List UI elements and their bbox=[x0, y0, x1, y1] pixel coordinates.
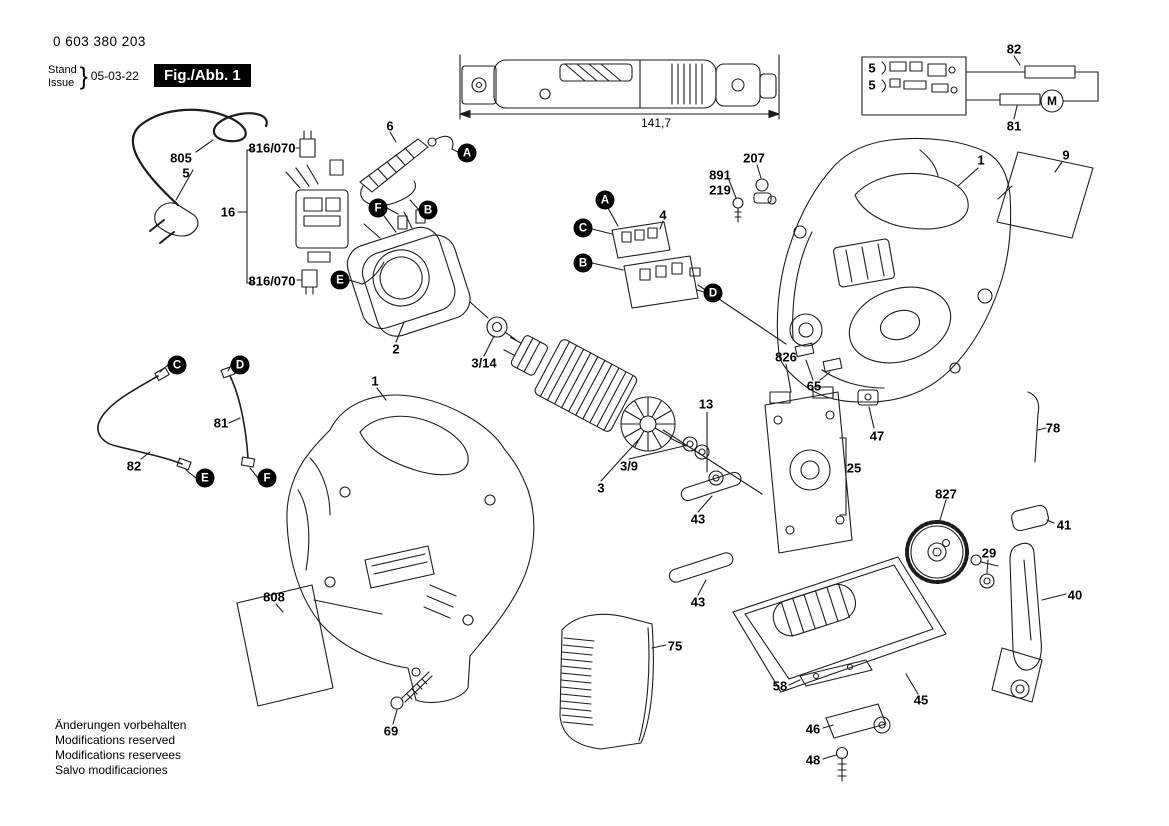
base-plate-assembly bbox=[732, 556, 947, 782]
assembly-marker-F: F bbox=[257, 468, 277, 488]
power-cord bbox=[131, 108, 268, 244]
part-callout-13: 13 bbox=[698, 396, 714, 412]
note-en: Modifications reserved bbox=[55, 733, 176, 747]
part-callout-47: 47 bbox=[869, 428, 885, 444]
brace-glyph: } bbox=[79, 62, 88, 91]
note-fr: Modifications reservees bbox=[55, 748, 182, 762]
part-callout-29: 29 bbox=[981, 545, 997, 561]
footer-notes: Änderungen vorbehalten Modifications res… bbox=[55, 718, 186, 778]
part-callout-48: 48 bbox=[805, 752, 821, 768]
assembly-marker-E: E bbox=[195, 468, 215, 488]
part-callout-43: 43 bbox=[690, 594, 706, 610]
part-callout-78: 78 bbox=[1045, 420, 1061, 436]
connection-wires bbox=[97, 364, 259, 479]
housing-left-half bbox=[286, 387, 535, 704]
assembly-marker-C: C bbox=[573, 218, 593, 238]
part-callout-3: 3 bbox=[597, 480, 605, 496]
wiring-diagram bbox=[861, 55, 1099, 120]
assembly-marker-A: A bbox=[595, 190, 615, 210]
figure-label: Fig./Abb. 1 bbox=[154, 64, 251, 87]
assembly-marker-C: C bbox=[167, 355, 187, 375]
part-callout-5: 5 bbox=[868, 60, 876, 76]
electronic-module bbox=[591, 207, 787, 345]
assembly-marker-D: D bbox=[703, 283, 723, 303]
cable-gland bbox=[359, 131, 454, 206]
part-callout-43: 43 bbox=[690, 511, 706, 527]
plunger-rods bbox=[668, 471, 742, 596]
switch-lock-parts bbox=[728, 164, 777, 223]
note-es: Salvo modificaciones bbox=[55, 763, 168, 777]
part-callout-5: 5 bbox=[182, 165, 190, 181]
part-callout-808: 808 bbox=[263, 589, 285, 605]
part-callout-3-14: 3/14 bbox=[471, 355, 497, 371]
part-callout-45: 45 bbox=[913, 692, 929, 708]
part-callout-816-070: 816/070 bbox=[248, 273, 296, 289]
part-callout-81: 81 bbox=[213, 415, 229, 431]
blade-guide-lever bbox=[991, 504, 1067, 703]
part-callout-75: 75 bbox=[667, 638, 683, 654]
issue-date: 05-03-22 bbox=[90, 68, 139, 83]
part-callout-25: 25 bbox=[846, 460, 862, 476]
assembly-marker-D: D bbox=[230, 355, 250, 375]
part-callout-46: 46 bbox=[805, 721, 821, 737]
part-callout-891: 891 bbox=[709, 167, 731, 183]
note-de: Änderungen vorbehalten bbox=[55, 718, 187, 732]
gear-plate-assembly bbox=[706, 342, 879, 554]
part-callout-816-070: 816/070 bbox=[248, 140, 296, 156]
assembly-marker-E: E bbox=[330, 270, 350, 290]
top-view-jigsaw bbox=[459, 54, 780, 120]
part-callout-82: 82 bbox=[126, 458, 142, 474]
issue-label: Issue bbox=[48, 76, 75, 89]
part-callout-65: 65 bbox=[806, 378, 822, 394]
dimension-label: 141,7 bbox=[637, 116, 675, 130]
document-number: 0 603 380 203 bbox=[53, 34, 146, 49]
switch-assembly bbox=[237, 130, 349, 295]
stickers bbox=[236, 151, 1094, 707]
armature bbox=[486, 316, 710, 460]
screws-misc bbox=[390, 391, 1047, 725]
part-callout-1: 1 bbox=[371, 373, 379, 389]
stand-label: Stand bbox=[48, 64, 77, 77]
part-callout-6: 6 bbox=[386, 118, 394, 134]
part-callout-40: 40 bbox=[1067, 587, 1083, 603]
assembly-marker-B: B bbox=[418, 200, 438, 220]
part-callout-207: 207 bbox=[743, 150, 765, 166]
part-callout-9: 9 bbox=[1062, 147, 1070, 163]
part-callout-58: 58 bbox=[772, 678, 788, 694]
part-callout-5: 5 bbox=[868, 77, 876, 93]
part-callout-82: 82 bbox=[1006, 41, 1022, 57]
brush-cover bbox=[559, 613, 667, 750]
misc-leaders bbox=[348, 148, 763, 495]
assembly-marker-B: B bbox=[573, 253, 593, 273]
part-callout-16: 16 bbox=[220, 204, 236, 220]
stand-issue-block: Stand Issue } 05-03-22 bbox=[48, 62, 139, 91]
part-callout-41: 41 bbox=[1056, 517, 1072, 533]
drive-gear bbox=[905, 499, 999, 589]
part-callout-827: 827 bbox=[935, 486, 957, 502]
motor-symbol: M bbox=[1047, 94, 1057, 108]
part-callout-826: 826 bbox=[775, 349, 797, 365]
part-callout-2: 2 bbox=[392, 341, 400, 357]
part-callout-81: 81 bbox=[1006, 118, 1022, 134]
assembly-marker-F: F bbox=[368, 198, 388, 218]
part-callout-4: 4 bbox=[659, 207, 667, 223]
part-callout-69: 69 bbox=[383, 723, 399, 739]
housing-right-half bbox=[776, 138, 1012, 403]
part-callout-219: 219 bbox=[709, 182, 731, 198]
part-callout-3-9: 3/9 bbox=[619, 458, 639, 474]
part-callout-1: 1 bbox=[977, 152, 985, 168]
stator bbox=[346, 209, 471, 343]
assembly-marker-A: A bbox=[457, 143, 477, 163]
part-callout-805: 805 bbox=[170, 150, 192, 166]
